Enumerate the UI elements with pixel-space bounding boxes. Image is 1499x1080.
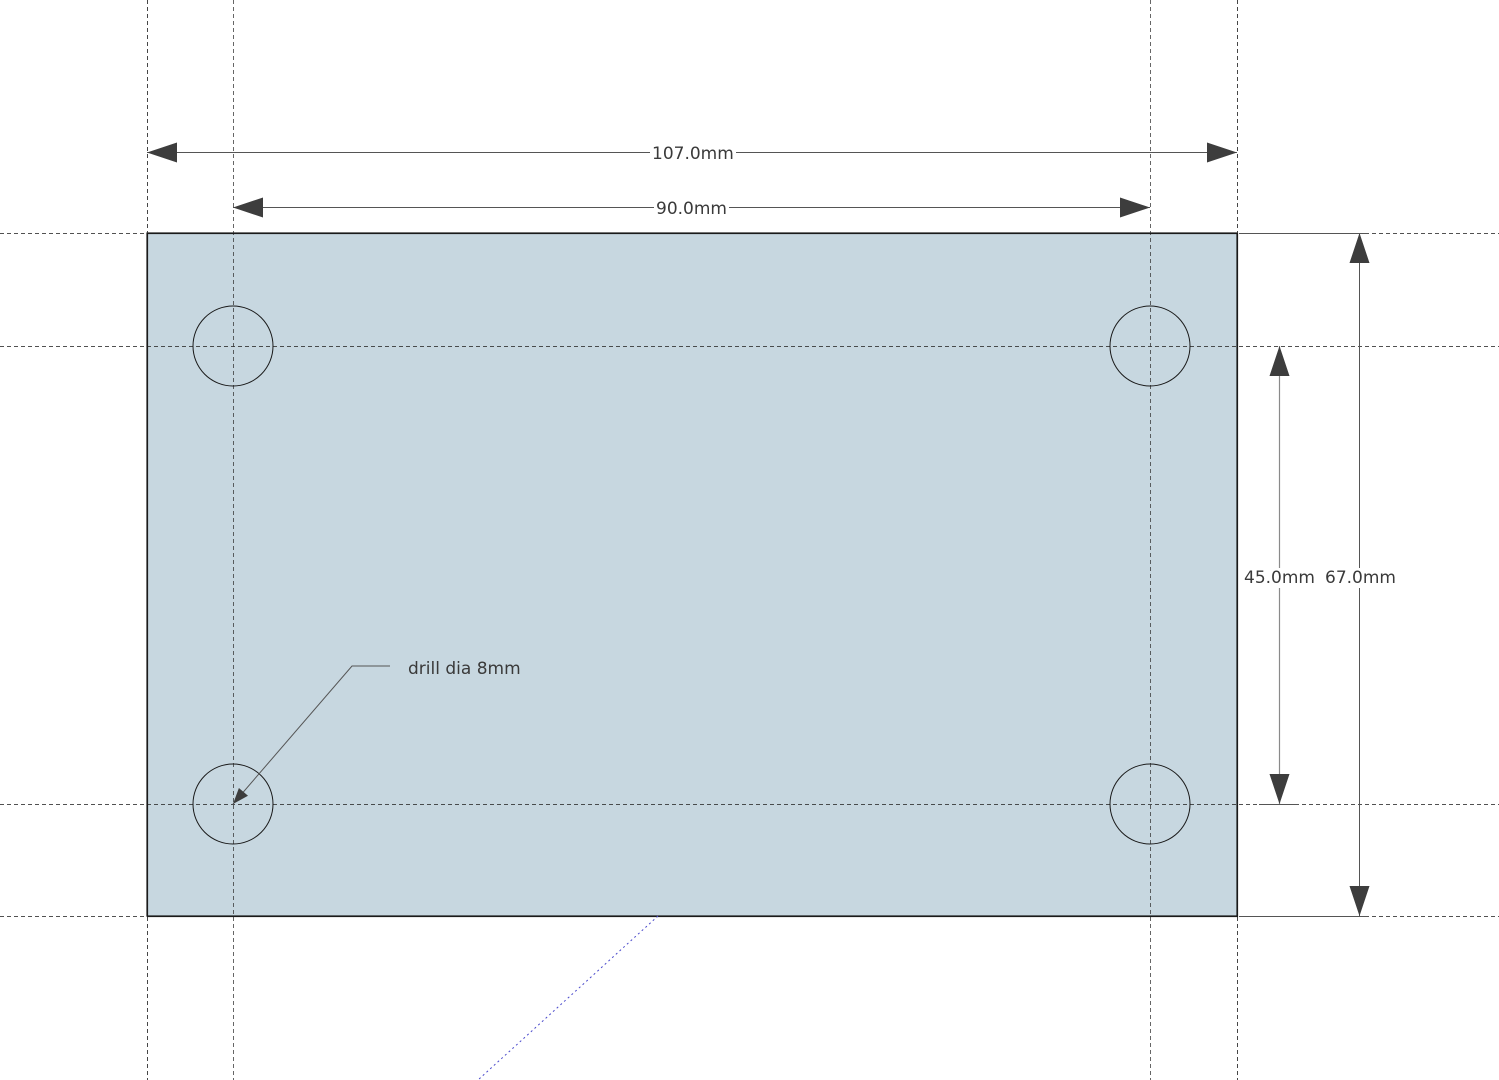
drill-note-leader xyxy=(232,665,390,805)
arrowhead-icon xyxy=(233,197,263,218)
drill-hole-circle[interactable] xyxy=(1109,763,1191,845)
arrowhead-icon xyxy=(1120,197,1150,218)
arrowhead-icon xyxy=(233,787,248,804)
arrowhead-icon xyxy=(1269,346,1290,376)
plate-outline xyxy=(146,232,1239,918)
drill-note-label[interactable]: drill dia 8mm xyxy=(408,659,521,679)
dimension-label-overall-height[interactable]: 67.0mm xyxy=(1323,568,1398,588)
arrowhead-icon xyxy=(1207,142,1237,163)
arrowhead-icon xyxy=(1349,233,1370,263)
dimension-label-hole-spacing-y[interactable]: 45.0mm xyxy=(1242,568,1317,588)
dimension-label-hole-spacing-x[interactable]: 90.0mm xyxy=(654,199,729,219)
arrowhead-icon xyxy=(1349,886,1370,916)
drill-holes xyxy=(192,305,1191,845)
leader-line xyxy=(232,665,390,805)
drill-hole-circle[interactable] xyxy=(192,305,274,387)
drill-hole-circle[interactable] xyxy=(192,763,274,845)
construction-diagonal-line xyxy=(477,915,659,1080)
arrowhead-icon xyxy=(147,142,177,163)
arrowhead-icon xyxy=(1269,774,1290,804)
dimension-label-overall-width[interactable]: 107.0mm xyxy=(650,144,736,164)
plate-rectangle[interactable] xyxy=(146,232,1238,917)
drill-hole-circle[interactable] xyxy=(1109,305,1191,387)
